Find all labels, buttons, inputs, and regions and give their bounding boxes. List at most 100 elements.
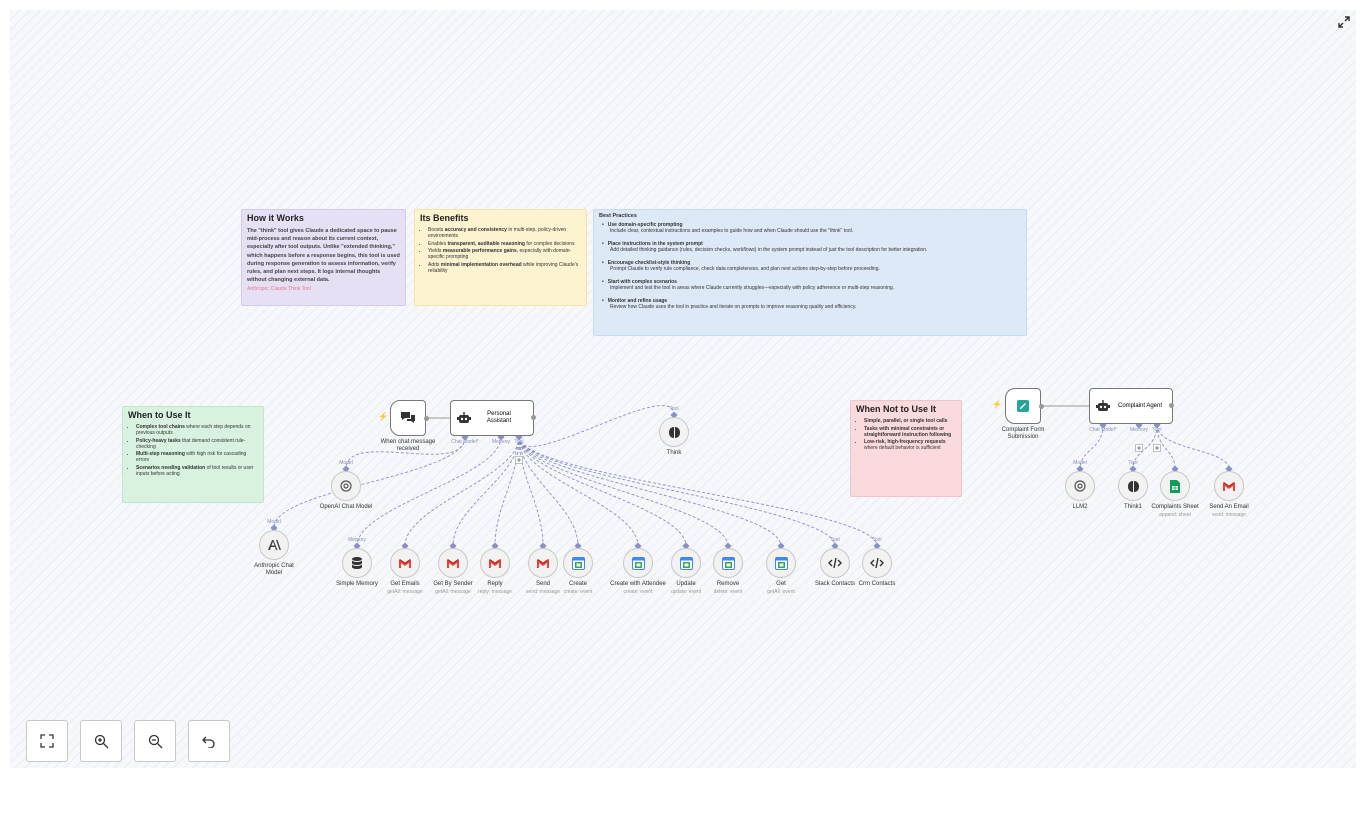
item-post: while improving Claude's reliability [428, 261, 579, 274]
get-by-sender-node[interactable] [438, 548, 468, 578]
code-icon [828, 557, 842, 569]
zoom-in-icon [94, 734, 108, 748]
gmail-icon [537, 558, 549, 568]
fit-view-button[interactable] [26, 720, 68, 762]
undo-button[interactable] [188, 720, 230, 762]
connector-diamond[interactable] [574, 542, 582, 550]
llm2-node[interactable] [1065, 471, 1095, 501]
connector-diamond[interactable] [491, 542, 499, 550]
think-node[interactable] [659, 417, 689, 447]
gmail-icon [1223, 481, 1235, 491]
connector-diamond[interactable] [342, 465, 350, 473]
item-bold: Policy-heavy tasks [136, 437, 181, 444]
note-best-practices[interactable]: Best Practices Use domain-specific promp… [593, 209, 1027, 336]
node-subtitle: reply: message [478, 589, 512, 595]
list-item: Enables transparent, auditable reasoning… [428, 241, 581, 247]
fullscreen-icon[interactable] [1338, 15, 1350, 28]
robot-icon [1096, 400, 1110, 411]
node-subtitle: delete: event [713, 589, 743, 595]
workflow-canvas[interactable]: How it Works The "think" tool gives Clau… [10, 10, 1356, 768]
connector-diamond[interactable] [777, 542, 785, 550]
anthropic-chat-model-label: Anthropic Chat Model [254, 563, 294, 576]
openai-chat-model-node[interactable] [331, 471, 361, 501]
think-label: Think [666, 450, 682, 456]
connector-diamond[interactable] [724, 542, 732, 550]
add-connection-icon[interactable] [1153, 444, 1161, 452]
create-node[interactable] [563, 548, 593, 578]
send-an-email-label: Send An Email [1209, 504, 1249, 510]
note-its-benefits[interactable]: Its Benefits Boosts accuracy and consist… [414, 209, 587, 306]
practice-head: Start with complex scenarios [602, 279, 1021, 285]
crm-contacts-node[interactable] [862, 548, 892, 578]
connector-diamond[interactable] [353, 542, 361, 550]
sub-connection [1079, 424, 1104, 470]
calendar-icon [679, 556, 693, 570]
personal-assistant-node[interactable]: Personal Assistant [450, 400, 534, 436]
get-node[interactable] [766, 548, 796, 578]
zoom-in-button[interactable] [80, 720, 122, 762]
remove-label: Remove [716, 581, 740, 587]
simple-memory-node[interactable] [342, 548, 372, 578]
note-when-not-to-use[interactable]: When Not to Use It Simple, parallel, or … [850, 400, 962, 497]
think1-node[interactable] [1118, 471, 1148, 501]
item-bold: Complex tool chains [136, 424, 185, 430]
create-with-attendee-node[interactable] [623, 548, 653, 578]
trigger-bolt-icon: ⚡ [992, 400, 1002, 409]
connector-diamond[interactable] [449, 542, 457, 550]
list-item: Adds minimal implementation overhead whi… [428, 262, 581, 274]
output-port[interactable] [424, 416, 429, 421]
slack-contacts-node[interactable] [820, 548, 850, 578]
chat-trigger-node[interactable] [390, 400, 426, 436]
port-label: Tool [669, 406, 679, 412]
get-label: Get [776, 581, 786, 587]
connector-diamond[interactable] [831, 542, 839, 550]
create-label: Create [568, 581, 588, 587]
remove-node[interactable] [713, 548, 743, 578]
calendar-icon [631, 556, 645, 570]
complaint-form-node[interactable] [1005, 388, 1041, 424]
item-pre: Adds [428, 261, 441, 268]
sub-connection [273, 436, 466, 529]
connector-diamond[interactable] [401, 542, 409, 550]
note-title: Best Practices [599, 213, 637, 219]
practice-item: Place instructions in the system promptA… [602, 241, 1021, 253]
output-port[interactable] [1039, 404, 1044, 409]
update-label: Update [676, 581, 696, 587]
calendar-icon [774, 556, 788, 570]
item-pre: Yields [428, 248, 443, 254]
add-connection-icon[interactable] [1135, 444, 1143, 452]
zoom-out-button[interactable] [134, 720, 176, 762]
port-memory: Memory [1129, 427, 1149, 433]
port-label: Model [267, 519, 281, 525]
item-pre: Enables [428, 240, 448, 247]
add-connection-icon[interactable] [515, 456, 523, 464]
output-port[interactable] [531, 415, 536, 420]
chat-bubble-icon [401, 412, 415, 423]
connector-diamond[interactable] [670, 411, 678, 419]
get-emails-node[interactable] [390, 548, 420, 578]
complaint-agent-node[interactable]: Complaint Agent [1089, 388, 1173, 424]
node-subtitle: send: message [526, 589, 560, 595]
note-how-it-works[interactable]: How it Works The "think" tool gives Clau… [241, 209, 406, 306]
complaint-form-label: Complaint Form Submission [1001, 427, 1045, 440]
openai-icon [340, 480, 352, 492]
connector-diamond[interactable] [539, 542, 547, 550]
item-bold: Multi-step reasoning [136, 451, 185, 457]
send-an-email-node[interactable] [1214, 471, 1244, 501]
list-item: Boosts accuracy and consistency in multi… [428, 227, 581, 239]
list-item: Low-risk, high-frequency requests where … [864, 439, 956, 451]
connector-diamond[interactable] [634, 542, 642, 550]
update-node[interactable] [671, 548, 701, 578]
connector-diamond[interactable] [873, 542, 881, 550]
connector-diamond[interactable] [682, 542, 690, 550]
zoom-out-icon [148, 734, 162, 748]
send-node[interactable] [528, 548, 558, 578]
note-when-to-use[interactable]: When to Use It Complex tool chains where… [122, 406, 264, 503]
anthropic-chat-model-node[interactable] [259, 530, 289, 560]
output-port[interactable] [1169, 403, 1174, 408]
reply-node[interactable] [480, 548, 510, 578]
note-link[interactable]: Anthropic: Claude Think Tool [247, 286, 311, 293]
complaints-sheet-node[interactable] [1160, 471, 1190, 501]
personal-assistant-label: Personal Assistant [486, 411, 512, 424]
connector-diamond[interactable] [270, 524, 278, 532]
